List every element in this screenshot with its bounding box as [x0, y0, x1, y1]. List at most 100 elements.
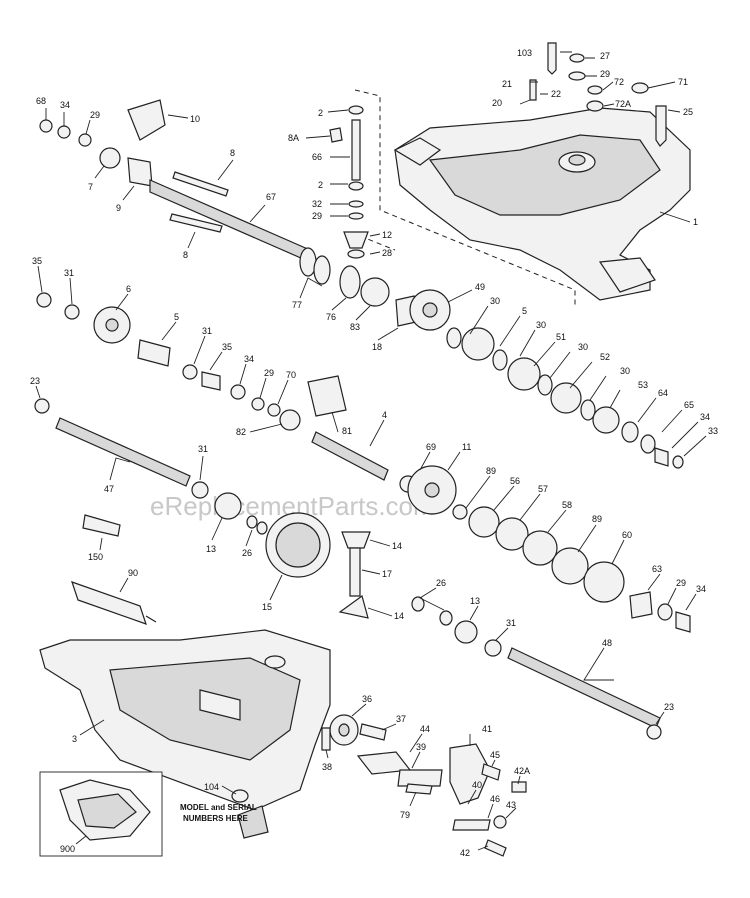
callout-4: 4 [382, 410, 387, 420]
callout-44: 44 [420, 724, 430, 734]
callout-79: 79 [400, 810, 410, 820]
callout-82: 82 [236, 427, 246, 437]
callout-1: 1 [693, 217, 698, 227]
part-90-tube [71, 581, 157, 625]
callout-17: 17 [382, 569, 392, 579]
callout-10: 10 [190, 114, 200, 124]
callout-5: 5 [174, 312, 179, 322]
callout-57: 57 [538, 484, 548, 494]
callout-81: 81 [342, 426, 352, 436]
callout-42: 42 [460, 848, 470, 858]
callout-23: 23 [30, 376, 40, 386]
callout-11: 11 [462, 442, 471, 452]
callout-37: 37 [396, 714, 406, 724]
callout-18: 18 [372, 342, 382, 352]
brake-linkage [231, 714, 527, 857]
callout-42A: 42A [514, 766, 530, 776]
callout-64: 64 [658, 388, 668, 398]
callout-31: 31 [198, 444, 208, 454]
callout-36: 36 [362, 694, 372, 704]
callout-33: 33 [708, 426, 718, 436]
callout-35: 35 [32, 256, 42, 266]
callout-25: 25 [683, 107, 693, 117]
callout-7: 7 [88, 182, 93, 192]
callout-89: 89 [486, 466, 496, 476]
callout-23: 23 [664, 702, 674, 712]
callout-30: 30 [490, 296, 500, 306]
callout-15: 15 [262, 602, 272, 612]
gear-row-upper [36, 292, 684, 469]
callout-29: 29 [676, 578, 686, 588]
callout-31: 31 [202, 326, 212, 336]
callout-38: 38 [322, 762, 332, 772]
differential-group [82, 492, 371, 619]
callout-56: 56 [510, 476, 520, 486]
callout-21: 21 [502, 79, 512, 89]
callout-66: 66 [312, 152, 322, 162]
callout-30: 30 [578, 342, 588, 352]
upper-gear-train [299, 247, 451, 331]
callout-69: 69 [426, 442, 436, 452]
callout-20: 20 [492, 98, 502, 108]
callout-14: 14 [392, 541, 402, 551]
callout-26: 26 [242, 548, 252, 558]
lower-shafts [34, 375, 389, 499]
callout-2: 2 [318, 180, 323, 190]
callout-70: 70 [286, 370, 296, 380]
callout-41: 41 [482, 724, 492, 734]
callout-8: 8 [230, 148, 235, 158]
callout-34: 34 [696, 584, 706, 594]
vertical-shaft-stack [329, 105, 369, 259]
callout-26: 26 [436, 578, 446, 588]
callout-35: 35 [222, 342, 232, 352]
callout-8A: 8A [288, 133, 299, 143]
callout-58: 58 [562, 500, 572, 510]
callout-8: 8 [183, 250, 188, 260]
callout-76: 76 [326, 312, 336, 322]
callout-67: 67 [266, 192, 276, 202]
callout-45: 45 [490, 750, 500, 760]
callout-83: 83 [350, 322, 360, 332]
callout-3: 3 [72, 734, 77, 744]
gear-row-middle [399, 465, 625, 603]
callout-12: 12 [382, 230, 392, 240]
callout-30: 30 [620, 366, 630, 376]
callout-28: 28 [382, 248, 392, 258]
inset-assembly-900 [39, 771, 163, 857]
callout-63: 63 [652, 564, 662, 574]
callout-150: 150 [88, 552, 103, 562]
callout-34: 34 [244, 354, 254, 364]
callout-22: 22 [551, 89, 561, 99]
callout-32: 32 [312, 199, 322, 209]
callout-40: 40 [472, 780, 482, 790]
callout-29: 29 [600, 69, 610, 79]
callout-89: 89 [592, 514, 602, 524]
callout-6: 6 [126, 284, 131, 294]
callout-51: 51 [556, 332, 566, 342]
callout-65: 65 [684, 400, 694, 410]
callout-900: 900 [60, 844, 75, 854]
callout-27: 27 [600, 51, 610, 61]
callout-2: 2 [318, 108, 323, 118]
callout-29: 29 [264, 368, 274, 378]
note-model-serial-line1: MODEL and SERIAL [180, 803, 257, 812]
callout-9: 9 [116, 203, 121, 213]
note-model-serial-line2: NUMBERS HERE [183, 814, 249, 823]
callout-5: 5 [522, 306, 527, 316]
callout-39: 39 [416, 742, 426, 752]
callout-53: 53 [638, 380, 648, 390]
callout-49: 49 [475, 282, 485, 292]
callout-68: 68 [36, 96, 46, 106]
callout-71: 71 [678, 77, 688, 87]
callout-52: 52 [600, 352, 610, 362]
shift-assembly [39, 99, 311, 263]
upper-housing [393, 107, 691, 301]
callout-104: 104 [204, 782, 219, 792]
callout-72: 72 [614, 77, 624, 87]
callout-30: 30 [536, 320, 546, 330]
callout-46: 46 [490, 794, 500, 804]
callout-13: 13 [206, 544, 216, 554]
callout-34: 34 [60, 100, 70, 110]
lower-right-shaft [411, 591, 691, 740]
